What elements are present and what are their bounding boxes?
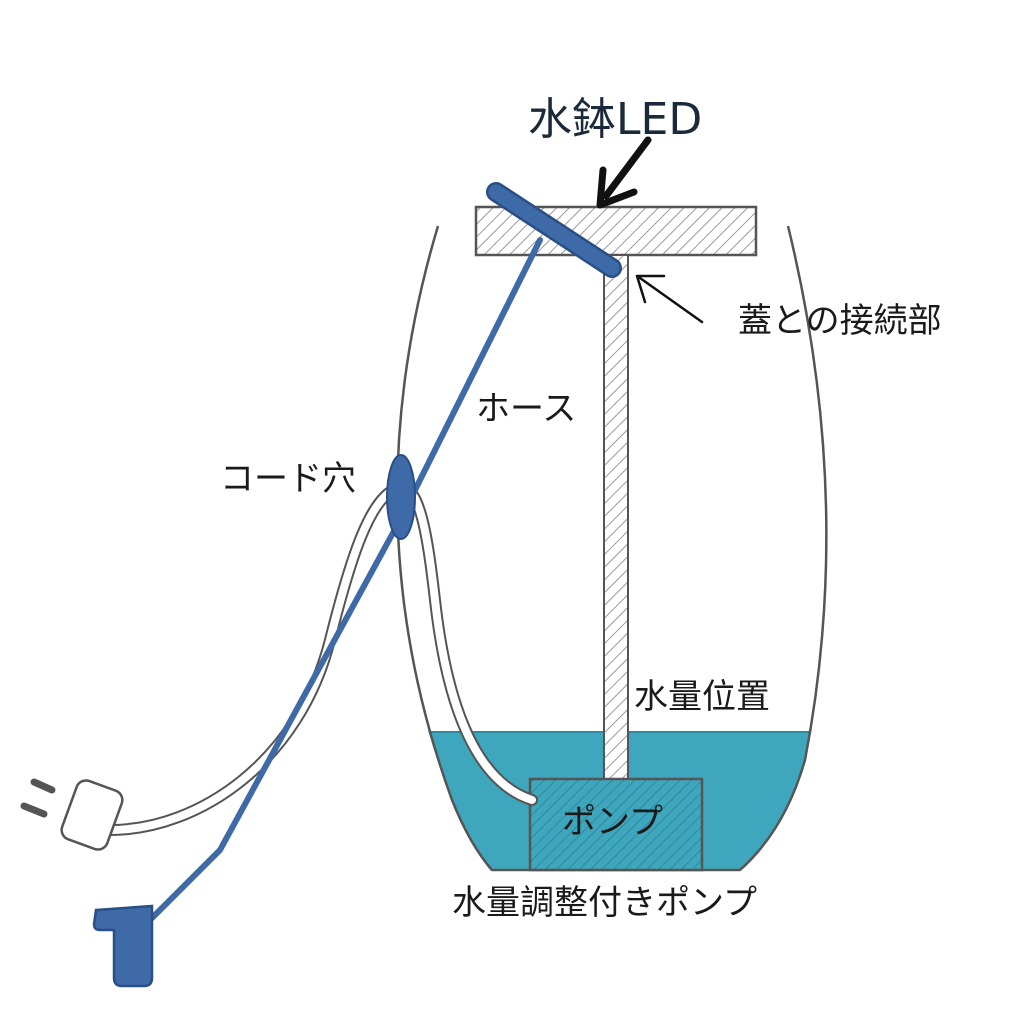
- adjustable-pump-label: 水量調整付きポンプ: [452, 883, 757, 923]
- water-level-label: 水量位置: [634, 677, 770, 717]
- pump-box: [528, 777, 704, 872]
- pump-label: ポンプ: [562, 802, 663, 842]
- cord-hole: [386, 454, 416, 540]
- arrow-icon: [635, 274, 704, 324]
- cord-hole-label: コード穴: [220, 459, 356, 499]
- led-label: 水鉢LED: [528, 94, 703, 145]
- led-adapter-icon: [92, 904, 154, 988]
- lid-joint-label: 蓋との接続部: [738, 301, 942, 341]
- led-bar-fill: [488, 184, 620, 276]
- hose-label: ホース: [476, 389, 577, 429]
- power-plug-icon: [20, 778, 124, 851]
- led-cable: [147, 237, 543, 923]
- hose: [603, 254, 629, 780]
- arrow-icon: [596, 136, 652, 209]
